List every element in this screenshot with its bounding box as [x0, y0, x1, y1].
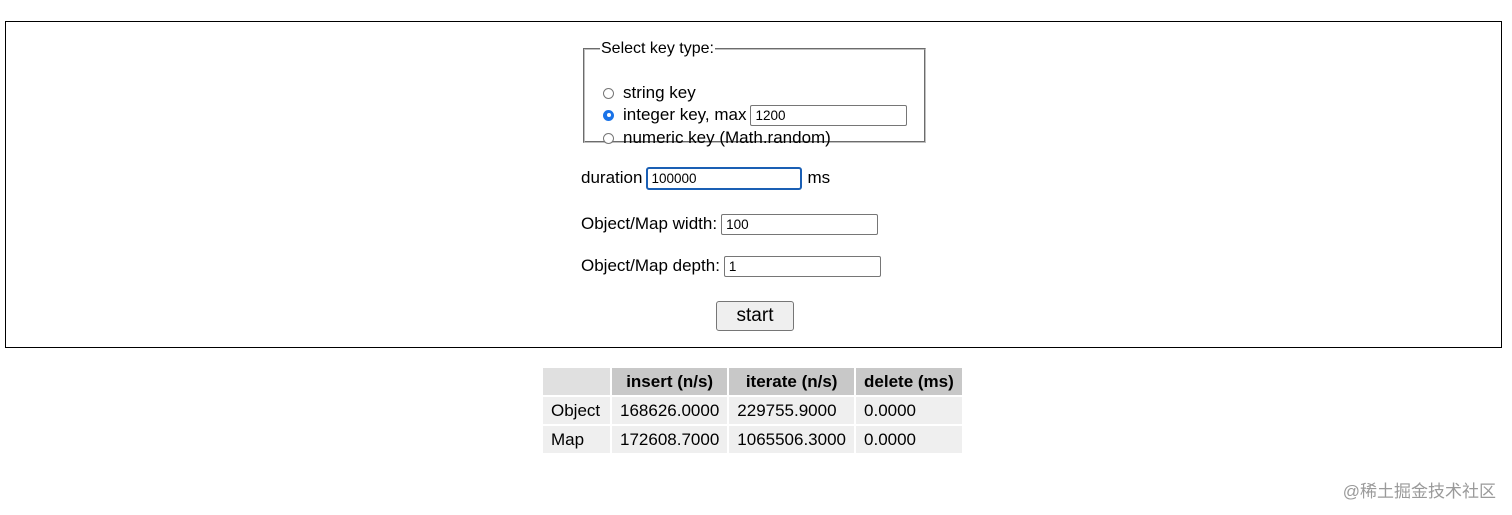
table-row: Map 172608.7000 1065506.3000 0.0000 [543, 426, 962, 453]
width-row: Object/Map width: [581, 212, 879, 236]
results-table: insert (n/s) iterate (n/s) delete (ms) O… [541, 366, 964, 455]
duration-row: duration ms [581, 166, 830, 190]
radio-numeric-key[interactable] [603, 132, 614, 144]
object-iterate-cell: 229755.9000 [729, 397, 855, 424]
row-label-map: Map [543, 426, 610, 453]
depth-input[interactable] [723, 255, 881, 277]
object-delete-cell: 0.0000 [856, 397, 962, 424]
delete-header: delete (ms) [856, 368, 962, 395]
benchmark-panel [5, 21, 1502, 348]
width-label: Object/Map width: [581, 214, 718, 233]
map-iterate-cell: 1065506.3000 [729, 426, 855, 453]
map-delete-cell: 0.0000 [856, 426, 962, 453]
radio-integer-key-label: integer key, max [623, 105, 747, 124]
duration-label: duration [581, 168, 643, 187]
insert-header: insert (n/s) [612, 368, 728, 395]
key-type-fieldset: Select key type: string key integer key,… [583, 40, 926, 147]
width-input[interactable] [721, 213, 879, 235]
watermark: @稀土掘金技术社区 [1342, 482, 1496, 501]
duration-unit: ms [807, 168, 831, 187]
radio-string-key-label: string key [623, 83, 696, 102]
results-header-row: insert (n/s) iterate (n/s) delete (ms) [543, 368, 962, 395]
radio-numeric-key-row[interactable]: numeric key (Math.random) [603, 127, 831, 149]
corner-header [543, 368, 610, 395]
radio-numeric-key-label: numeric key (Math.random) [623, 128, 831, 147]
iterate-header: iterate (n/s) [729, 368, 855, 395]
depth-row: Object/Map depth: [581, 254, 881, 278]
key-type-legend: Select key type: [601, 40, 714, 57]
integer-max-input[interactable] [750, 104, 908, 126]
radio-integer-key-row[interactable]: integer key, max [603, 104, 908, 126]
object-insert-cell: 168626.0000 [612, 397, 728, 424]
depth-label: Object/Map depth: [581, 256, 720, 275]
start-button[interactable]: start [716, 301, 794, 331]
duration-input[interactable] [646, 166, 803, 190]
radio-integer-key[interactable] [603, 109, 614, 121]
map-insert-cell: 172608.7000 [612, 426, 728, 453]
radio-string-key-row[interactable]: string key [603, 82, 696, 104]
radio-string-key[interactable] [603, 87, 614, 99]
table-row: Object 168626.0000 229755.9000 0.0000 [543, 397, 962, 424]
row-label-object: Object [543, 397, 610, 424]
